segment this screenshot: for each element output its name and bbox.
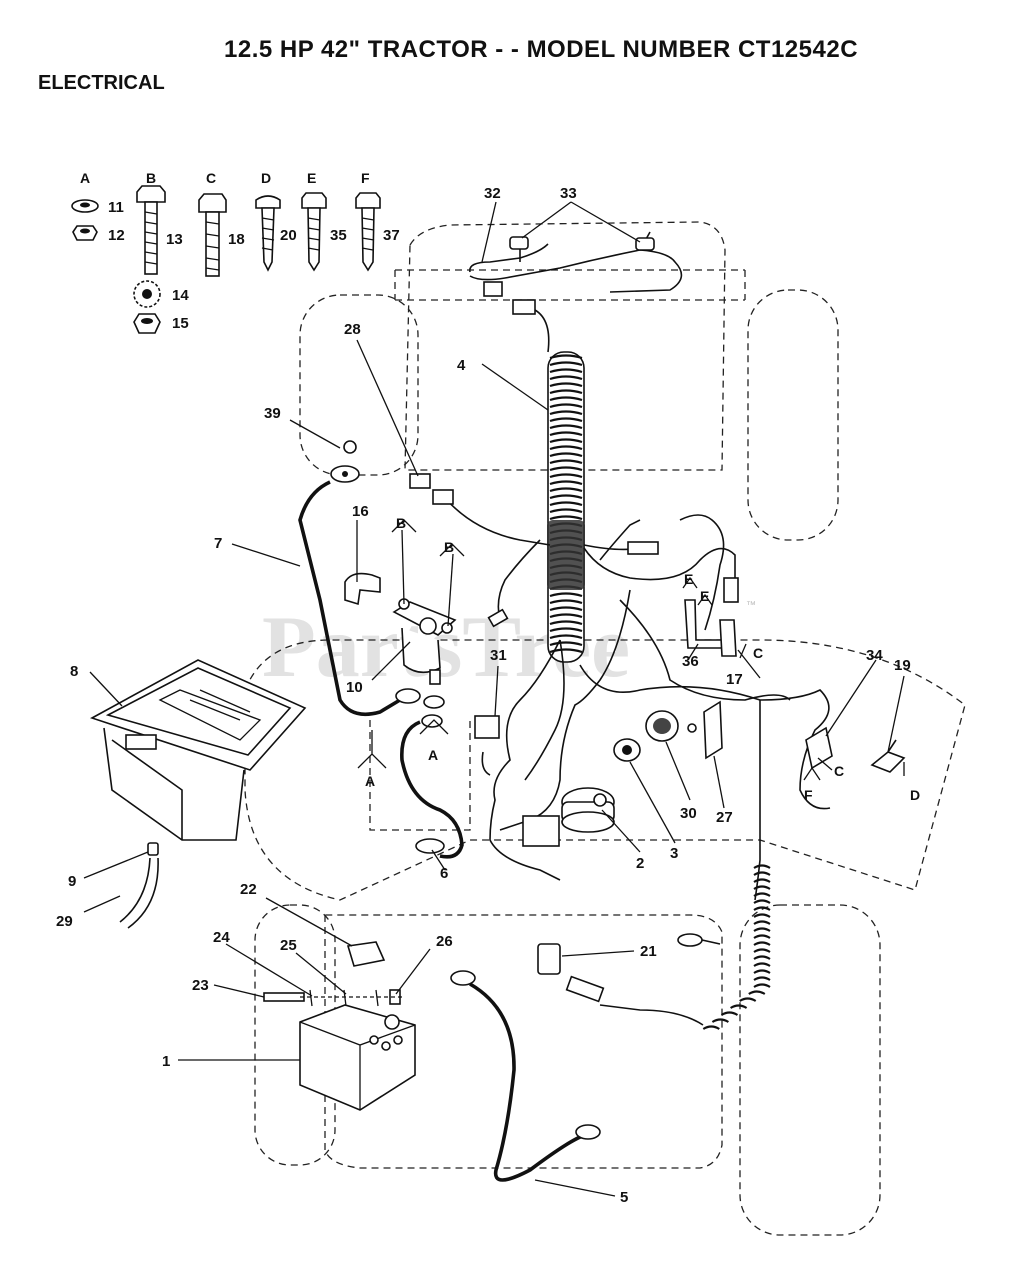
callout-32: 32: [484, 185, 501, 202]
legend-letter-a: A: [80, 170, 90, 186]
headlight-harness: [469, 231, 683, 353]
bracket-36: [684, 599, 723, 649]
tag-b-1: B: [396, 515, 406, 531]
hardware-letter-tags: A A B B C C D E E F: [357, 515, 920, 803]
callout-19: 19: [894, 657, 911, 674]
callout-16: 16: [352, 503, 369, 520]
callout-35: 35: [330, 227, 347, 244]
callout-26: 26: [436, 933, 453, 950]
battery-tray: [89, 659, 307, 841]
callout-5: 5: [620, 1189, 628, 1206]
tag-a-1: A: [365, 773, 375, 789]
watermark-trademark: ™: [746, 600, 756, 611]
callout-27: 27: [716, 809, 733, 826]
diagram-title: 12.5 HP 42" TRACTOR - - MODEL NUMBER CT1…: [224, 36, 859, 63]
callout-11: 11: [108, 199, 124, 216]
battery: [299, 1004, 416, 1111]
callout-21: 21: [640, 943, 657, 960]
callout-2: 2: [636, 855, 644, 872]
starter-solenoid: [392, 598, 457, 685]
tag-b-2: B: [444, 539, 454, 555]
callout-numbers: 1 2 3 4 5 6 7 8 9 10 11 12 13 14 15 16 1…: [56, 185, 911, 1206]
pad-22: [346, 941, 386, 967]
callout-7: 7: [214, 535, 222, 552]
battery-cable: [450, 970, 601, 1182]
callout-17: 17: [726, 671, 743, 688]
callout-20: 20: [280, 227, 297, 244]
legend-letter-f: F: [361, 170, 370, 186]
callout-39: 39: [264, 405, 281, 422]
section-heading: ELECTRICAL: [38, 72, 165, 94]
callout-12: 12: [108, 227, 125, 244]
callout-37: 37: [383, 227, 400, 244]
callout-6: 6: [440, 865, 448, 882]
module-27: [703, 700, 723, 760]
vent-tube: [119, 842, 159, 929]
legend-letter-c: C: [206, 170, 216, 186]
callout-10: 10: [346, 679, 363, 696]
tag-e-1: E: [684, 571, 693, 587]
legend-letter-d: D: [261, 170, 271, 186]
coiled-lead: [565, 864, 771, 1030]
callout-14: 14: [172, 287, 189, 304]
connector-28: [409, 473, 431, 489]
callout-23: 23: [192, 977, 209, 994]
callout-31: 31: [490, 647, 507, 664]
seat-switch: [474, 715, 500, 776]
callout-33: 33: [560, 185, 577, 202]
tag-d: D: [910, 787, 920, 803]
tag-a-2: A: [428, 747, 438, 763]
ground-cable: [298, 440, 421, 717]
callout-25: 25: [280, 937, 297, 954]
callout-24: 24: [213, 929, 230, 946]
switch-34: [805, 726, 833, 770]
switch-19: [870, 751, 906, 773]
callout-8: 8: [70, 663, 78, 680]
bracket-17: [719, 619, 737, 657]
bracket-16: [344, 572, 381, 606]
callout-1: 1: [162, 1053, 170, 1070]
ignition-switch: [522, 787, 615, 847]
tag-c-1: C: [753, 645, 763, 661]
solenoid-cable: [400, 695, 464, 859]
callout-13: 13: [166, 231, 183, 248]
callout-15: 15: [172, 315, 189, 332]
relay-connector: [723, 577, 739, 603]
leader-lines: [83, 201, 905, 1197]
legend-letter-e: E: [307, 170, 316, 186]
connector-28b: [432, 489, 454, 505]
main-harness: [439, 491, 831, 901]
callout-3: 3: [670, 845, 678, 862]
callout-29: 29: [56, 913, 73, 930]
callout-34: 34: [866, 647, 883, 664]
legend-letter-b: B: [146, 170, 156, 186]
callout-4: 4: [457, 357, 466, 374]
plug-21: [537, 943, 561, 975]
callout-22: 22: [240, 881, 257, 898]
hardware-legend: A B C D E F: [71, 170, 381, 334]
tag-f: F: [804, 787, 813, 803]
callout-36: 36: [682, 653, 699, 670]
tag-e-2: E: [700, 588, 709, 604]
callout-30: 30: [680, 805, 697, 822]
callout-28: 28: [344, 321, 361, 338]
callout-18: 18: [228, 231, 245, 248]
wire-loom-coil: [547, 351, 585, 663]
tag-c-2: C: [834, 763, 844, 779]
callout-9: 9: [68, 873, 76, 890]
